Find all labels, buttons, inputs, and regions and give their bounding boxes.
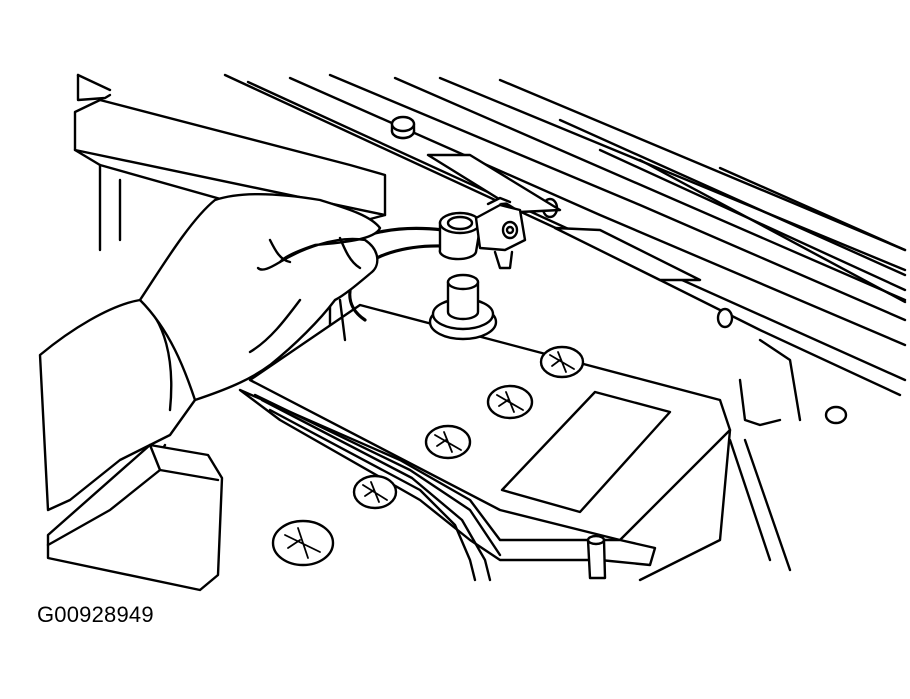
rail-bolts (390, 115, 848, 425)
battery-label-panel (500, 390, 672, 514)
cell-caps (271, 345, 585, 567)
hand (138, 193, 382, 402)
battery (248, 298, 802, 582)
hold-down-strap (238, 388, 657, 582)
battery-terminal-post (428, 273, 498, 341)
panel-slots (426, 153, 702, 282)
figure-code: G00928949 (37, 602, 154, 627)
foreground-block (46, 443, 224, 592)
